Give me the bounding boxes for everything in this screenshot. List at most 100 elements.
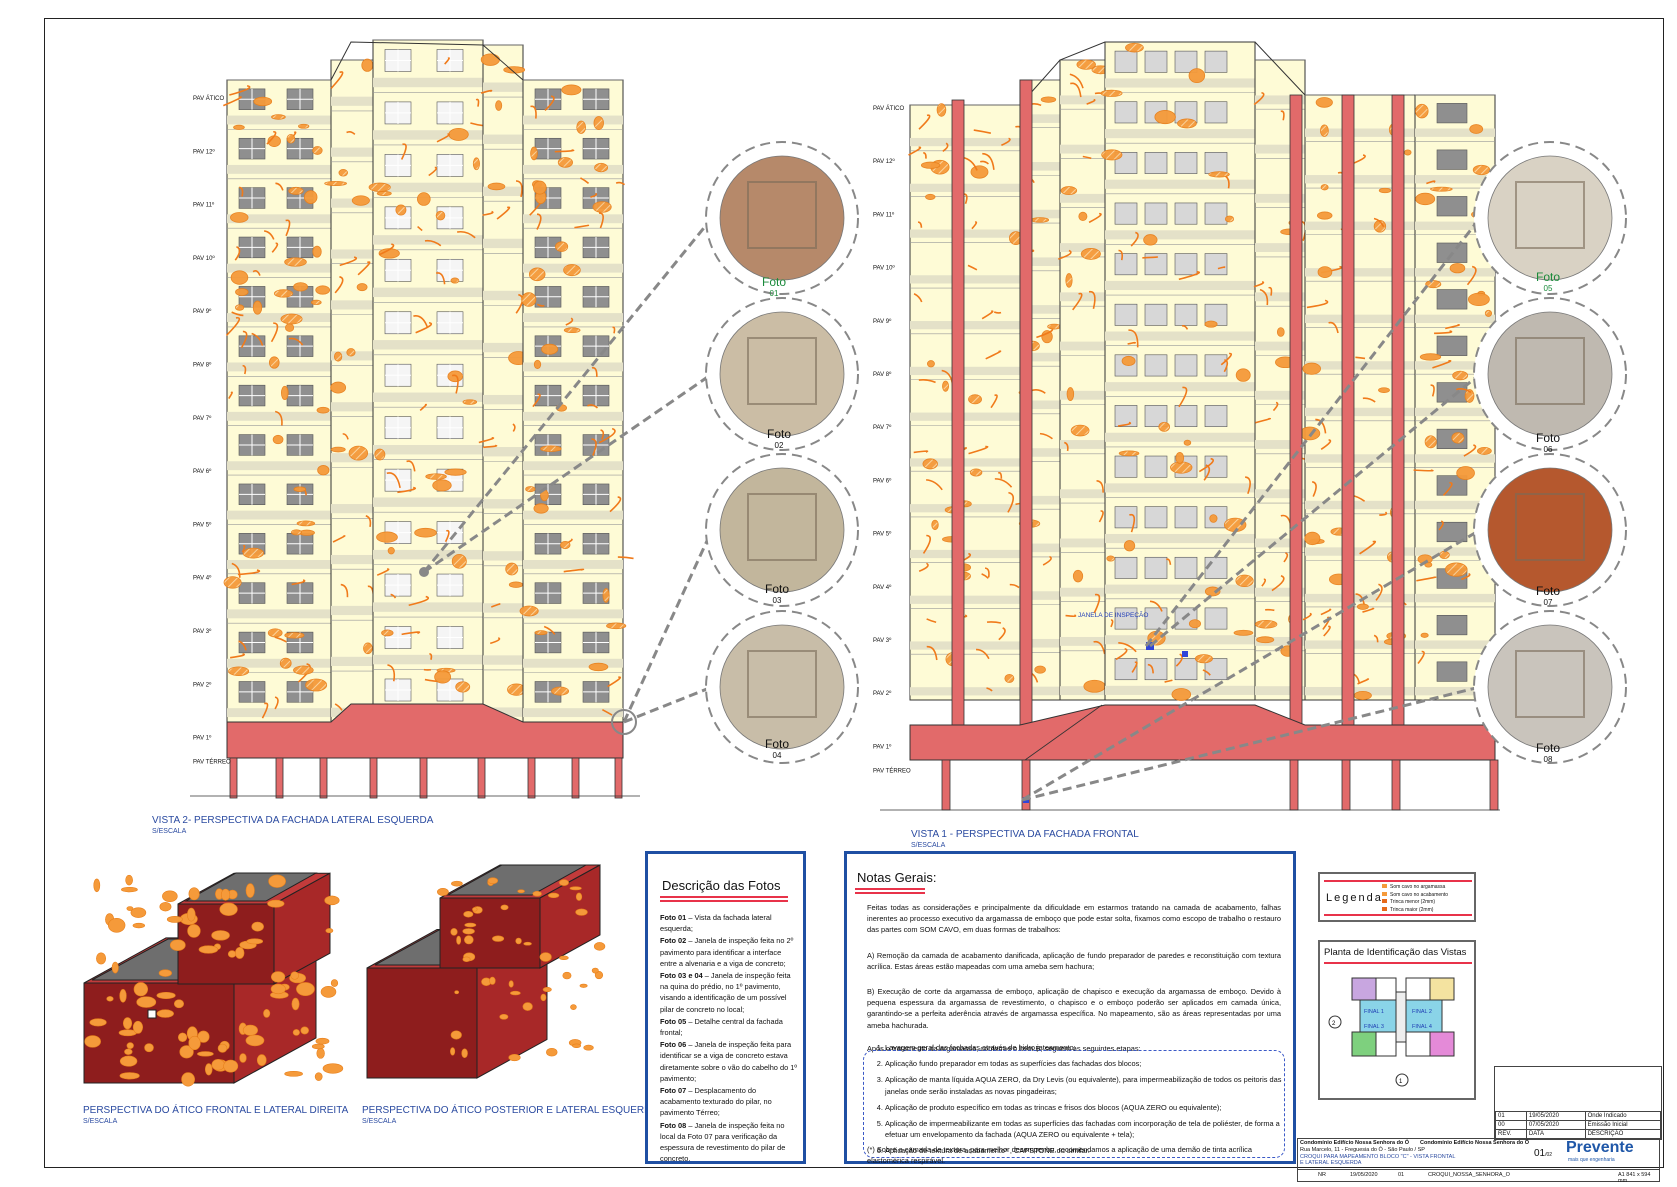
floor-band bbox=[1415, 500, 1495, 510]
attic-damage bbox=[462, 928, 475, 935]
attic-damage bbox=[548, 892, 560, 899]
attic-damage bbox=[569, 886, 582, 891]
window bbox=[1174, 506, 1198, 529]
crack bbox=[997, 472, 1003, 479]
crack bbox=[1070, 82, 1082, 98]
attic-1-upper-side bbox=[273, 872, 331, 985]
window bbox=[1174, 658, 1198, 681]
floor-label: PAV 11º bbox=[193, 202, 215, 209]
floor-band bbox=[1060, 686, 1105, 696]
pilotis-column bbox=[477, 757, 486, 799]
pilotis-column bbox=[1289, 759, 1299, 811]
damage-area bbox=[293, 665, 314, 675]
damage-area bbox=[1256, 636, 1275, 644]
crack bbox=[1088, 290, 1096, 309]
photo-inspection-frame bbox=[1515, 650, 1585, 718]
rev-1-date: 19/05/2020 bbox=[1525, 1111, 1586, 1121]
damage-area bbox=[1100, 89, 1123, 97]
floor-band bbox=[331, 300, 373, 310]
damage-area bbox=[1072, 569, 1084, 583]
attic-damage bbox=[314, 1072, 323, 1081]
crack bbox=[237, 569, 261, 576]
crack bbox=[1359, 540, 1377, 555]
floor-band bbox=[227, 510, 331, 520]
crack bbox=[401, 631, 421, 636]
damage-area bbox=[448, 127, 469, 141]
floor-band bbox=[1020, 591, 1060, 600]
crack bbox=[483, 444, 498, 449]
damage-area bbox=[1464, 389, 1475, 403]
damage-area bbox=[324, 181, 348, 186]
crack bbox=[285, 219, 291, 237]
photo-description-panel: Descrição das Fotos Foto 01 – Vista da f… bbox=[645, 851, 806, 1164]
crack bbox=[1463, 444, 1477, 457]
floor-band bbox=[227, 263, 331, 273]
attic-damage bbox=[540, 993, 547, 1002]
floor-label: PAV 7º bbox=[193, 415, 212, 422]
attic-damage bbox=[227, 950, 237, 958]
attic-damage bbox=[187, 924, 201, 938]
floor-label: PAV 12º bbox=[873, 158, 895, 165]
attic-damage bbox=[89, 1018, 107, 1027]
notes-item-a: A) Remoção da camada de acabamento danif… bbox=[867, 950, 1281, 971]
photo-inspection-frame bbox=[747, 493, 817, 561]
base-beam bbox=[226, 703, 624, 759]
floor-band bbox=[373, 235, 483, 245]
damage-area bbox=[1040, 96, 1057, 103]
crack bbox=[457, 230, 476, 239]
damage-area bbox=[1171, 688, 1192, 701]
photo-description-item: Foto 07 – Desplacamento do acabamento te… bbox=[660, 1085, 798, 1119]
crack bbox=[415, 321, 433, 334]
crack bbox=[926, 479, 943, 491]
floor-band bbox=[1415, 454, 1495, 463]
photo-description-text: – Janela de inspeção feita para identifi… bbox=[660, 1040, 798, 1083]
notes-step: Aplicação de manta líquida AQUA ZERO, da… bbox=[885, 1074, 1291, 1096]
floor-band bbox=[1105, 533, 1255, 544]
crack bbox=[417, 225, 423, 232]
damage-area bbox=[560, 540, 571, 550]
damage-area bbox=[487, 182, 506, 191]
crack bbox=[478, 437, 495, 444]
floor-label: PAV 11º bbox=[873, 211, 895, 218]
damage-area bbox=[273, 289, 294, 298]
client-name: Condomínio Edifício Nossa Senhora do Ó bbox=[1300, 1140, 1410, 1146]
floor-band bbox=[227, 411, 331, 421]
attic-damage bbox=[450, 1030, 462, 1040]
attic-damage bbox=[464, 922, 477, 928]
crack bbox=[274, 410, 283, 426]
damage-area bbox=[462, 399, 478, 405]
crack bbox=[1375, 583, 1383, 601]
damage-area bbox=[1439, 550, 1450, 560]
photo-description-item: Foto 06 – Janela de inspeção feita para … bbox=[660, 1039, 798, 1084]
damage-area bbox=[315, 285, 331, 295]
crack bbox=[1202, 669, 1211, 676]
damage-area bbox=[533, 503, 549, 514]
floor-band bbox=[1060, 292, 1105, 302]
photo-description-label: Foto 07 bbox=[660, 1086, 687, 1096]
crack bbox=[271, 242, 279, 253]
damage-area bbox=[351, 195, 370, 206]
damage-area bbox=[541, 343, 559, 355]
attic2-title: PERSPECTIVA DO ÁTICO POSTERIOR E LATERAL… bbox=[362, 1105, 658, 1116]
crack bbox=[357, 261, 371, 276]
crack bbox=[1127, 341, 1137, 345]
attic-damage bbox=[500, 904, 509, 911]
floor-band bbox=[1060, 193, 1105, 203]
attic-damage bbox=[181, 1072, 195, 1087]
floor-band bbox=[331, 504, 373, 514]
legend-rule bbox=[1324, 914, 1472, 916]
crack bbox=[419, 403, 427, 412]
floor-band bbox=[1060, 390, 1105, 400]
damage-area bbox=[936, 103, 947, 117]
damage-area bbox=[1484, 309, 1493, 317]
floor-band bbox=[1060, 587, 1105, 597]
window bbox=[1144, 658, 1168, 681]
floor-band bbox=[523, 609, 623, 619]
floor-band bbox=[227, 609, 331, 619]
crack bbox=[397, 486, 417, 494]
crack bbox=[612, 326, 616, 334]
attic-window bbox=[147, 1009, 157, 1019]
attic-damage bbox=[111, 961, 119, 974]
damage-area bbox=[1101, 149, 1123, 161]
